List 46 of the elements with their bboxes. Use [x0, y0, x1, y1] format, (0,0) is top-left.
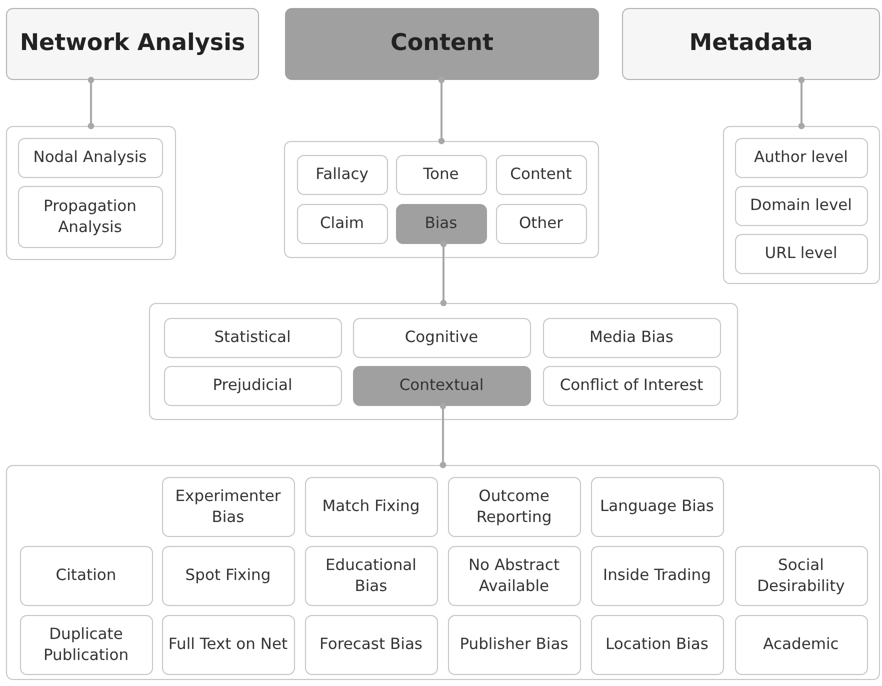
connector-line: [88, 76, 94, 130]
subcategory-box: Social Desirability: [734, 546, 868, 606]
group-container: [723, 126, 880, 284]
subcategory-box: Claim: [296, 204, 388, 244]
subcategory-box: Citation: [20, 546, 152, 606]
category-box: Content: [285, 8, 599, 80]
group-container: [284, 141, 599, 258]
subcategory-box: Other: [496, 204, 586, 244]
connector-line: [440, 240, 447, 306]
connector-line: [438, 76, 445, 144]
connector-line: [798, 76, 805, 130]
subcategory-box: Publisher Bias: [448, 614, 580, 674]
subcategory-box: Forecast Bias: [304, 614, 438, 674]
subcategory-box: Match Fixing: [304, 476, 438, 536]
subcategory-box: Statistical: [164, 318, 342, 358]
subcategory-box: Propagation Analysis: [18, 186, 162, 248]
subcategory-box: Tone: [396, 154, 486, 194]
subcategory-box: Academic: [734, 614, 868, 674]
subcategory-box: Domain level: [734, 186, 868, 226]
subcategory-box: Contextual: [352, 366, 530, 406]
category-box: Network Analysis: [6, 8, 259, 80]
subcategory-box: Inside Trading: [590, 546, 724, 606]
subcategory-box: Prejudicial: [164, 366, 342, 406]
subcategory-box: Full Text on Net: [162, 614, 294, 674]
group-container: [149, 303, 738, 420]
subcategory-box: Bias: [396, 204, 486, 244]
subcategory-box: Media Bias: [542, 318, 720, 358]
subcategory-box: No Abstract Available: [448, 546, 580, 606]
subcategory-box: Cognitive: [352, 318, 530, 358]
subcategory-box: Location Bias: [590, 614, 724, 674]
group-container: [6, 465, 880, 680]
subcategory-box: Spot Fixing: [162, 546, 294, 606]
subcategory-box: Fallacy: [296, 154, 388, 194]
subcategory-box: Experimenter Bias: [162, 476, 294, 536]
subcategory-box: Educational Bias: [304, 546, 438, 606]
group-container: [6, 126, 176, 260]
subcategory-box: Conflict of Interest: [542, 366, 720, 406]
subcategory-box: Author level: [734, 138, 868, 178]
subcategory-box: Language Bias: [590, 476, 724, 536]
subcategory-box: Nodal Analysis: [18, 138, 162, 178]
subcategory-box: Duplicate Publication: [20, 614, 152, 674]
subcategory-box: Content: [496, 154, 586, 194]
connector-line: [440, 402, 446, 468]
category-box: Metadata: [622, 8, 880, 80]
subcategory-box: URL level: [734, 234, 868, 274]
subcategory-box: Outcome Reporting: [448, 476, 580, 536]
